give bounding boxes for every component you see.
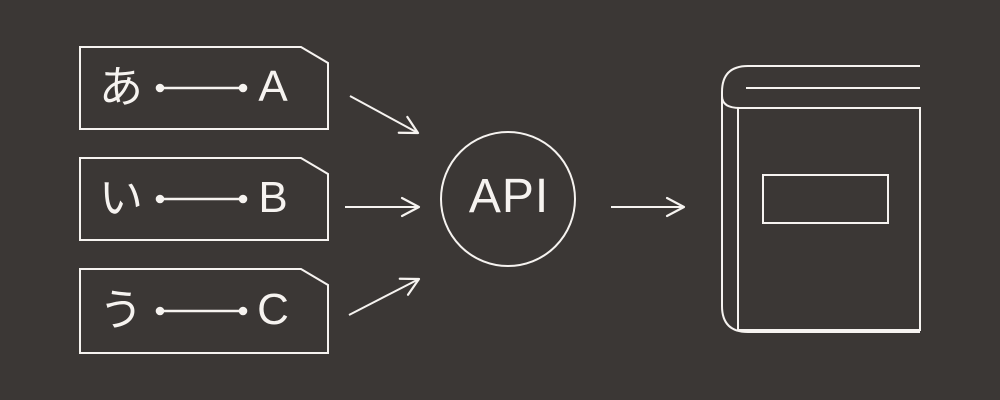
mapping-1-target-char: A [258, 62, 288, 112]
mapping-2-source-char: い [99, 174, 143, 224]
mapping-box-1-outline [79, 46, 329, 130]
mapping-3-source-char: う [99, 286, 143, 336]
mapping-box-1-connector-dot-right [238, 83, 248, 93]
mapping-box-3-outline [79, 268, 329, 354]
mapping-2-target-char: B [258, 173, 288, 223]
mapping-box-2-connector-dot-left [155, 194, 165, 204]
api-circle [440, 131, 576, 267]
mapping-box-3-connector-dot-left [155, 306, 165, 316]
arrow-box3-to-api [348, 277, 421, 316]
book-spine-outline [721, 65, 920, 333]
book-hinge-curve [721, 95, 741, 109]
mapping-box-2-connector-dot-right [238, 194, 248, 204]
book-icon [721, 65, 921, 333]
mapping-3-target-char: C [257, 285, 289, 335]
mapping-box-3-connector-dot-right [238, 306, 248, 316]
book-front-cover [737, 107, 921, 331]
mapping-box-1-connector-dot-left [155, 83, 165, 93]
mapping-box-2-outline [79, 157, 329, 241]
mapping-1-source-char: あ [99, 63, 143, 113]
api-label: API [468, 170, 550, 224]
arrow-box1-to-api [349, 95, 420, 135]
book-title-label [762, 174, 889, 224]
